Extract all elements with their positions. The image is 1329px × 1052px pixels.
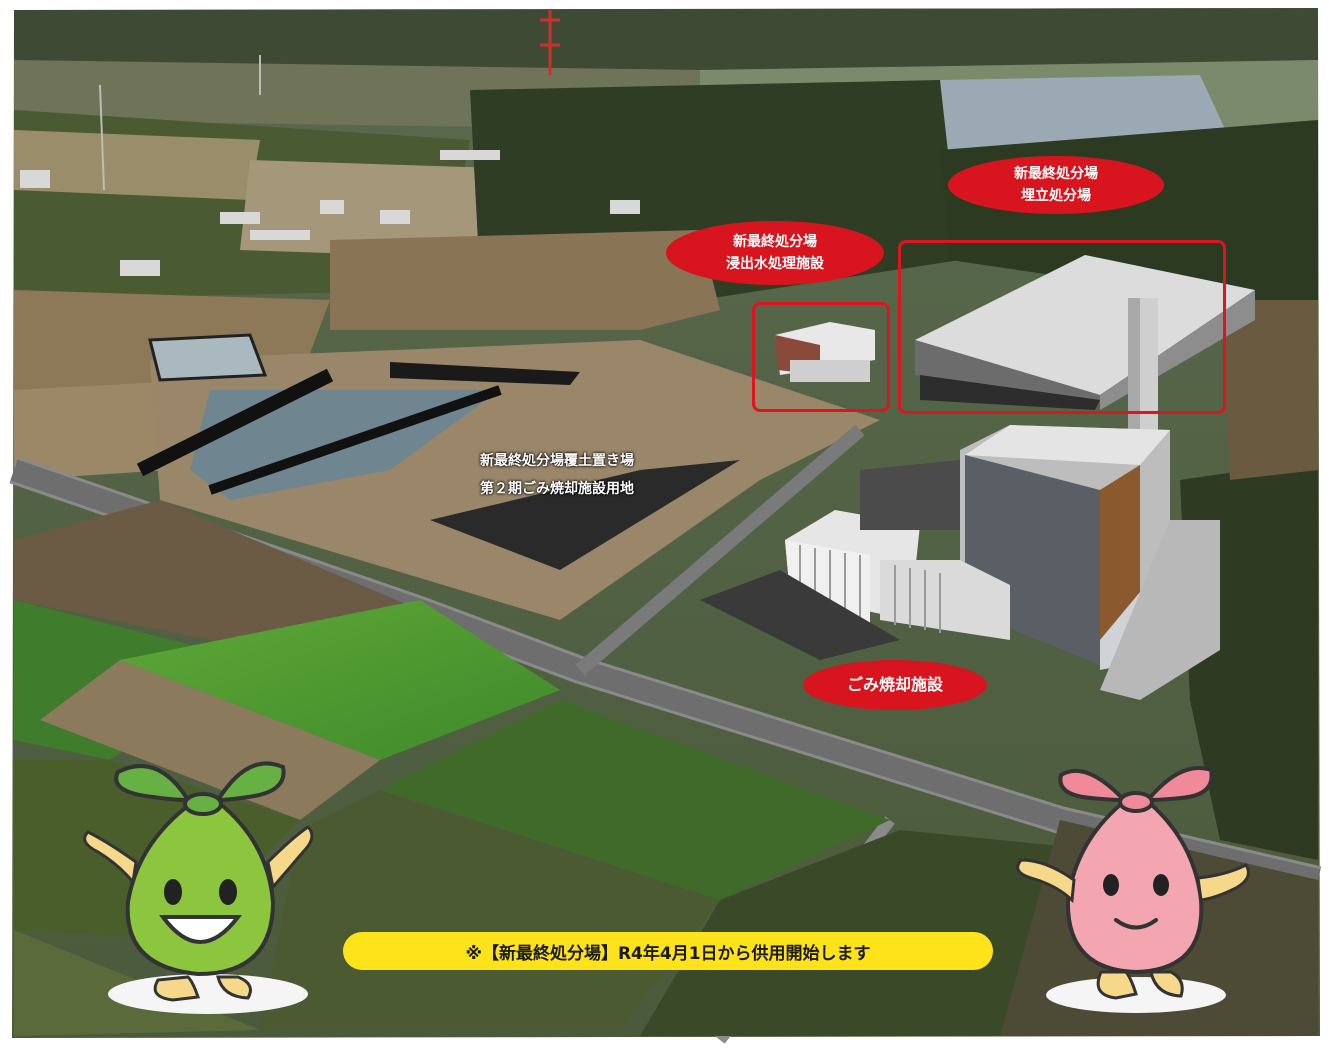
incinerator-label-text: ごみ焼却施設 — [846, 675, 943, 694]
leachate-label-line1: 新最終処分場 — [733, 234, 817, 250]
opening-notice-banner: ※【新最終処分場】R4年4月1日から供用開始します — [343, 932, 993, 970]
green-mascot — [83, 761, 314, 1014]
pink-mascot — [1016, 766, 1250, 1013]
landfill-label: 新最終処分場 埋立処分場 — [948, 156, 1164, 214]
opening-notice-text: ※【新最終処分場】R4年4月1日から供用開始します — [465, 943, 871, 964]
cover-soil-label: 新最終処分場覆土置き場 第２期ごみ焼却施設用地 — [480, 447, 634, 503]
landfill-label-line1: 新最終処分場 — [1014, 166, 1098, 182]
cover-soil-label-line2: 第２期ごみ焼却施設用地 — [480, 481, 634, 497]
leachate-facility-frame — [752, 302, 890, 412]
landfill-facility-frame — [898, 240, 1226, 414]
leachate-label: 新最終処分場 浸出水処理施設 — [666, 221, 884, 285]
cover-soil-label-line1: 新最終処分場覆土置き場 — [480, 453, 634, 469]
incinerator-label: ごみ焼却施設 — [803, 660, 987, 710]
landfill-label-line2: 埋立処分場 — [1021, 188, 1091, 204]
leachate-label-line2: 浸出水処理施設 — [726, 256, 824, 272]
